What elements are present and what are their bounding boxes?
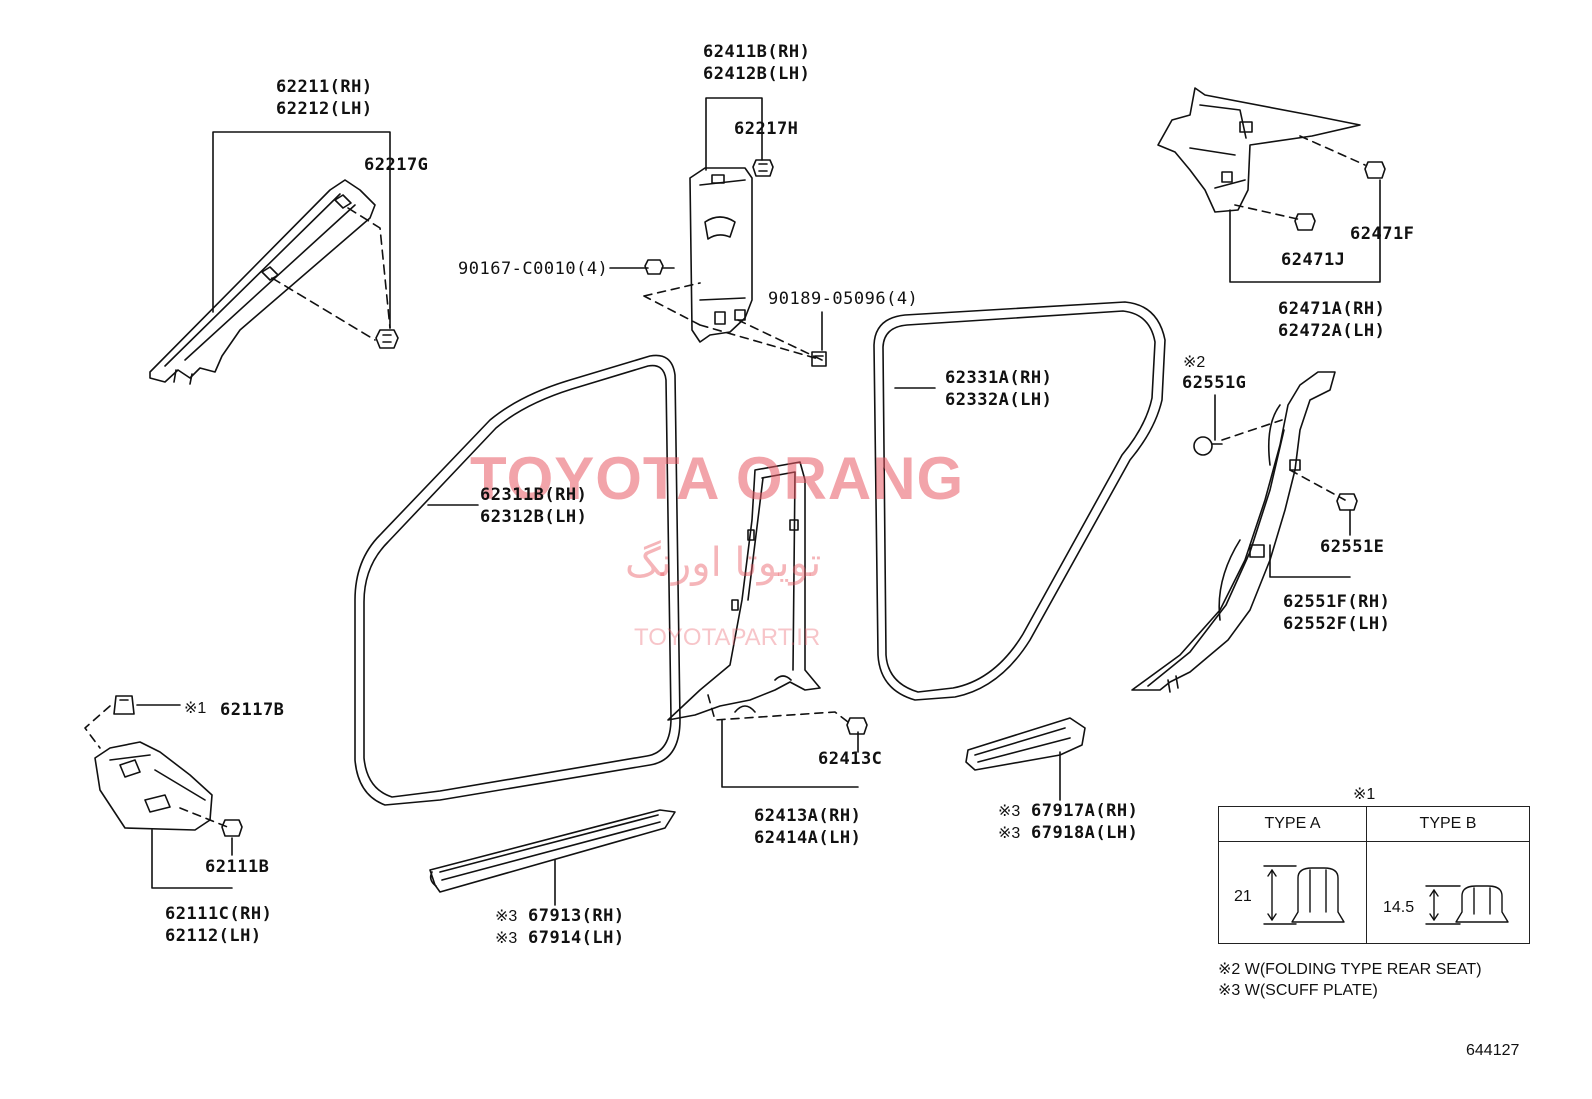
type-a-header: TYPE A <box>1219 807 1366 842</box>
quarter-trim-part <box>1157 87 1361 213</box>
b-pillar-lower-part <box>667 461 821 721</box>
watermark-brand-fa: تویوتا اورنگ <box>625 540 822 586</box>
a-pillar-garnish-part <box>149 179 376 385</box>
label-cowl-trim: 62111C(RH)62112(LH) <box>165 904 273 946</box>
table-divider <box>1366 807 1367 943</box>
clip-62217g-part <box>375 329 399 349</box>
label-quarter-trim: 62471A(RH)62472A(LH) <box>1278 299 1386 341</box>
clip-62413c-part <box>846 717 868 735</box>
b-pillar-upper-leaders <box>609 97 823 361</box>
label-front-weatherstrip: 62311B(RH)62312B(LH) <box>480 485 588 527</box>
type-b-dimension: 14.5 <box>1383 899 1415 916</box>
rear-weatherstrip-part <box>873 301 1166 701</box>
clip-62111b-part <box>221 819 243 837</box>
label-b-pillar-upper: 62411B(RH)62412B(LH) <box>703 42 811 84</box>
type-a-dimension: 21 <box>1234 888 1252 905</box>
screw-90167-part <box>644 259 675 275</box>
label-b-pillar-lower: 62413A(RH)62414A(LH) <box>754 806 862 848</box>
clip-62471j-part <box>1294 213 1316 231</box>
clip-62217h-part <box>752 159 774 177</box>
label-rear-scuff: 67917A(RH)67918A(LH) <box>1031 801 1139 843</box>
label-c-pillar: 62551F(RH)62552F(LH) <box>1283 592 1391 634</box>
front-scuff-part <box>429 809 676 893</box>
label-nut-62117b: 62117B <box>220 700 285 720</box>
nut-type-table: TYPE A TYPE B <box>1218 806 1530 944</box>
clip-90189-part <box>811 351 827 367</box>
type-table-mark: ※1 <box>1353 786 1376 803</box>
type-a-nut-drawing <box>1263 865 1345 925</box>
label-front-scuff: 67913(RH)67914(LH) <box>528 906 625 948</box>
cowl-trim-part <box>94 741 213 831</box>
clip-62471f-part <box>1364 161 1386 179</box>
b-pillar-lower-leaders <box>707 694 859 788</box>
label-a-pillar: 62211(RH)62212(LH) <box>276 77 373 119</box>
label-rear-scuff-mark: ※3※3 <box>998 803 1021 842</box>
label-clip-62217g: 62217G <box>364 155 429 175</box>
label-front-scuff-mark: ※3※3 <box>495 908 518 947</box>
watermark-brand: TOYOTA ORANG <box>470 445 965 512</box>
label-nut-62117b-mark: ※1 <box>184 700 207 717</box>
label-clip-62471j: 62471J <box>1281 250 1346 270</box>
diagram-id: 644127 <box>1466 1042 1520 1059</box>
b-pillar-upper-part <box>689 167 753 343</box>
clip-62551e-part <box>1336 493 1358 511</box>
watermark-site: TOYOTAPART.IR <box>634 624 821 651</box>
nut-62117b-part <box>113 695 135 715</box>
a-pillar-leaders <box>212 131 391 341</box>
cowl-trim-leaders <box>84 704 233 889</box>
type-b-nut-drawing <box>1425 885 1509 925</box>
label-clip-62111b: 62111B <box>205 857 270 877</box>
footnote-scuff-plate: ※3 W(SCUFF PLATE) <box>1218 982 1378 999</box>
label-rear-weatherstrip: 62331A(RH)62332A(LH) <box>945 368 1053 410</box>
label-clip-62551e: 62551E <box>1320 537 1385 557</box>
front-weatherstrip-part <box>354 354 681 806</box>
c-pillar-part <box>1131 371 1336 693</box>
quarter-trim-leaders <box>1229 135 1381 283</box>
label-clip-62551g: 62551G <box>1182 373 1247 393</box>
rear-scuff-part <box>965 717 1086 771</box>
label-mark2: ※2 <box>1183 354 1206 371</box>
c-pillar-leaders <box>1214 394 1351 578</box>
type-b-header: TYPE B <box>1367 807 1529 842</box>
label-clip-62413c: 62413C <box>818 749 883 769</box>
label-clip-90189: 90189-05096(4) <box>768 289 919 309</box>
label-screw-90167: 90167-C0010(4) <box>458 259 609 279</box>
footnote-folding-seat: ※2 W(FOLDING TYPE REAR SEAT) <box>1218 961 1482 978</box>
label-clip-62217h: 62217H <box>734 119 799 139</box>
clip-62551g-part <box>1193 436 1223 456</box>
label-clip-62471f: 62471F <box>1350 224 1415 244</box>
